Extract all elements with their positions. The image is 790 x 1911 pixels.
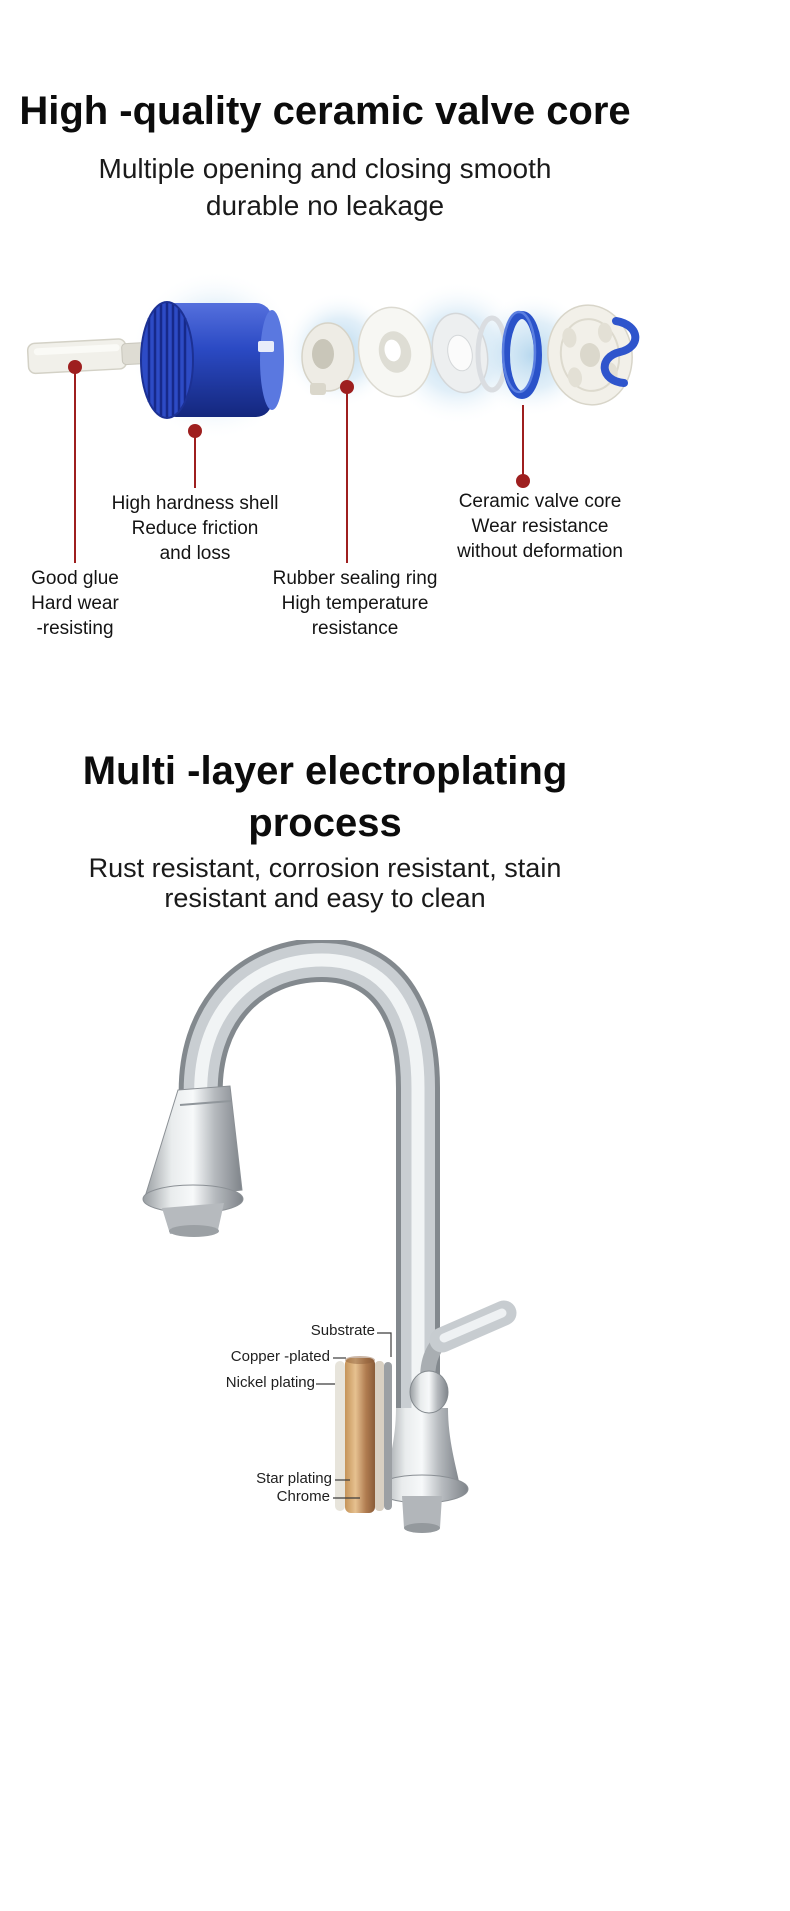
valve-small-ring	[301, 322, 355, 395]
valve-blue-body	[140, 301, 284, 419]
plating-section-subtitle: Rust resistant, corrosion resistant, sta…	[88, 853, 562, 913]
label-star-plating: Star plating	[256, 1470, 332, 1487]
label-chrome: Chrome	[276, 1488, 330, 1505]
label-copper-plated: Copper -plated	[230, 1348, 330, 1365]
label-substrate: Substrate	[310, 1322, 375, 1339]
faucet-handle	[409, 1300, 517, 1414]
callout-ceramic-valve-core: Ceramic valve core Wear resistance witho…	[457, 491, 623, 562]
faucet-spout	[178, 940, 440, 1467]
callout-dots	[68, 360, 530, 488]
blue-gasket-squiggle	[600, 317, 640, 387]
valve-rubber-seal	[501, 310, 542, 399]
plating-layers-cutaway	[335, 1356, 392, 1513]
valve-ceramic-discs	[357, 306, 509, 398]
valve-section-title: High -quality ceramic valve core	[19, 89, 631, 133]
faucet-sprayer-head	[142, 1085, 244, 1237]
callout-lines	[74, 371, 524, 563]
valve-exploded-illustration	[26, 270, 640, 563]
valve-end-cap	[547, 304, 640, 406]
callout-rubber-sealing-ring: Rubber sealing ring High temperature res…	[272, 568, 438, 639]
plating-section-title: Multi -layer electroplating process	[82, 749, 568, 845]
label-nickel-plating: Nickel plating	[225, 1374, 315, 1391]
plating-label-lines	[316, 1332, 392, 1499]
faucet-illustration	[142, 940, 517, 1533]
valve-section-subtitle: Multiple opening and closing smooth dura…	[98, 153, 552, 221]
callout-good-glue: Good glue Hard wear -resisting	[31, 568, 119, 639]
faucet-base	[375, 1408, 469, 1533]
callout-high-hardness-shell: High hardness shell Reduce friction and …	[111, 493, 279, 564]
